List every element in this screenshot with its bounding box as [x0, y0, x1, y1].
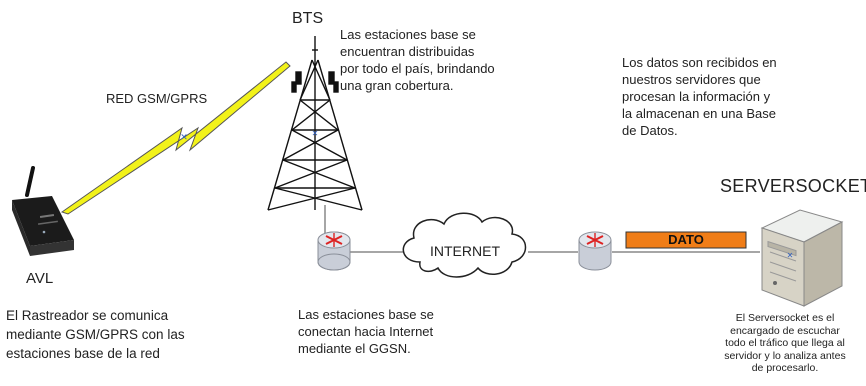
red-gsm-gprs-label: RED GSM/GPRS	[106, 91, 208, 106]
dato-label: DATO	[668, 232, 704, 247]
avl-description: El Rastreador se comunica mediante GSM/G…	[6, 306, 246, 363]
svg-text:✕: ✕	[312, 129, 319, 138]
router-icon-right	[578, 231, 612, 271]
ggsn-note-line: conectan hacia Internet	[298, 324, 434, 339]
ggsn-description: Las estaciones base se conectan hacia In…	[298, 306, 518, 357]
dato-packet-bar	[625, 231, 747, 249]
avl-tracker-device-icon	[12, 166, 74, 256]
data-note-line: la almacenan en una Base	[622, 106, 776, 121]
server-note-line: El Serversocket es el	[735, 312, 835, 324]
serversocket-label: SERVERSOCKET	[720, 176, 866, 196]
bts-description: Las estaciones base se encuentran distri…	[340, 26, 560, 94]
server-note-line: de procesarlo.	[751, 362, 819, 374]
svg-text:✕: ✕	[787, 251, 794, 260]
svg-text:✕: ✕	[180, 132, 188, 142]
server-note-line: servidor y lo analiza antes	[724, 349, 846, 362]
data-note-line: Los datos son recibidos en	[622, 55, 777, 70]
server-computer-icon	[760, 209, 844, 307]
internet-cloud-icon	[402, 212, 527, 278]
router-icon-left	[317, 231, 351, 271]
data-note-line: procesan la información y	[622, 89, 771, 104]
bts-label: BTS	[292, 10, 324, 27]
data-description: Los datos son recibidos en nuestros serv…	[622, 54, 842, 139]
bts-note-line: encuentran distribuidas	[340, 44, 475, 59]
server-note-line: todo el tráfico que llega al	[725, 337, 845, 349]
bts-note-line: una gran cobertura.	[340, 78, 454, 93]
bts-tower-icon	[267, 36, 363, 211]
data-note-line: de Datos.	[622, 123, 678, 138]
server-description: El Serversocket es el encargado de escuc…	[706, 312, 864, 375]
avl-label: AVL	[26, 270, 54, 287]
ggsn-note-line: Las estaciones base se	[298, 307, 434, 322]
server-note-line: encargado de escuchar	[730, 324, 840, 337]
avl-note-line: mediante GSM/GPRS con las	[6, 327, 185, 342]
ggsn-note-line: mediante el GGSN.	[298, 341, 411, 356]
avl-note-line: estaciones base de la red	[6, 346, 160, 361]
internet-label: INTERNET	[430, 243, 500, 259]
avl-note-line: El Rastreador se comunica	[6, 308, 169, 323]
gsm-lightning-bolt-icon	[60, 61, 291, 215]
data-note-line: nuestros servidores que	[622, 72, 761, 87]
bts-note-line: por todo el país, brindando	[340, 61, 495, 76]
bts-note-line: Las estaciones base se	[340, 27, 476, 42]
